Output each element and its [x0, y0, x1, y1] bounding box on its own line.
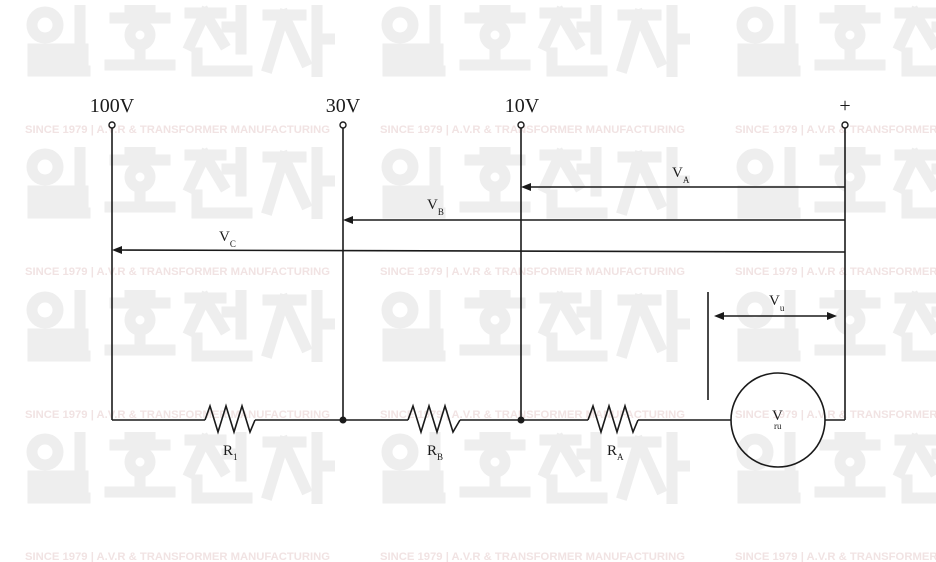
watermark-tagline: SINCE 1979 | A.V.R & TRANSFORMER MANUFAC… — [380, 266, 685, 278]
resistor-ra-subscript: A — [617, 452, 624, 462]
resistor-ra-symbol: R — [607, 443, 617, 459]
resistor-r1 — [204, 403, 256, 435]
watermark-tagline: SINCE 1979 | A.V.R & TRANSFORMER MANUFAC… — [25, 551, 330, 562]
voltmeter-symbol: V — [772, 408, 783, 424]
watermark-tagline: SINCE 1979 | A.V.R & TRANSFORMER MANUFAC… — [735, 551, 936, 562]
watermark-pattern: SINCE 1979 | A.V.R & TRANSFORMER MANUFAC… — [25, 8, 936, 562]
resistor-rb — [407, 403, 461, 435]
resistor-r1-symbol: R — [223, 443, 233, 459]
vu-symbol: V — [769, 293, 780, 309]
vb-symbol: V — [427, 197, 438, 213]
terminal-label-10v: 10V — [505, 95, 540, 117]
terminal-plus — [841, 121, 849, 129]
terminals: 100V 30V 10V + — [90, 95, 851, 129]
watermark-tagline: SINCE 1979 | A.V.R & TRANSFORMER MANUFAC… — [25, 409, 330, 421]
vc-subscript: C — [230, 239, 236, 249]
watermark-tagline: SINCE 1979 | A.V.R & TRANSFORMER MANUFAC… — [380, 124, 685, 136]
terminal-10v — [517, 121, 525, 129]
voltmeter-subscript: ru — [774, 421, 782, 431]
watermark-logo — [32, 8, 332, 74]
watermark-tagline: SINCE 1979 | A.V.R & TRANSFORMER MANUFAC… — [735, 266, 936, 278]
voltage-label-vu: Vu — [769, 293, 785, 313]
junction-dot-10v — [517, 416, 525, 424]
arrow-vu-head-right — [827, 312, 837, 320]
vertical-wires — [111, 128, 846, 420]
arrow-va-head — [521, 183, 531, 191]
watermark-logo — [387, 293, 687, 359]
terminal-100v — [108, 121, 116, 129]
vc-symbol: V — [219, 229, 230, 245]
resistor-label-ra: RA — [607, 443, 624, 462]
resistor-rb-subscript: B — [437, 452, 443, 462]
arrow-vc-head — [112, 246, 122, 254]
arrow-vb-head — [343, 216, 353, 224]
arrow-vu-head-left — [714, 312, 724, 320]
arrow-vc-line — [118, 249, 846, 253]
resistor-r1-subscript: 1 — [233, 452, 238, 462]
resistor-label-r1: R1 — [223, 443, 238, 462]
voltage-label-va: VA — [672, 165, 690, 185]
watermark-tagline: SINCE 1979 | A.V.R & TRANSFORMER MANUFAC… — [735, 409, 936, 421]
watermark-logo — [742, 150, 936, 216]
watermark-logo — [742, 435, 936, 501]
vb-subscript: B — [438, 207, 444, 217]
resistor-labels: R1 RB RA — [223, 443, 624, 462]
voltage-arrows: VA VB VC Vu — [112, 165, 846, 400]
junction-dot-30v — [339, 416, 347, 424]
watermark-logo — [742, 8, 936, 74]
vu-subscript: u — [780, 303, 785, 313]
va-symbol: V — [672, 165, 683, 181]
watermark-tagline: SINCE 1979 | A.V.R & TRANSFORMER MANUFAC… — [25, 124, 330, 136]
resistor-rb-symbol: R — [427, 443, 437, 459]
va-subscript: A — [683, 175, 690, 185]
watermark-logo — [32, 150, 332, 216]
terminal-label-30v: 30V — [326, 95, 361, 117]
watermark-tagline: SINCE 1979 | A.V.R & TRANSFORMER MANUFAC… — [380, 551, 685, 562]
terminal-label-100v: 100V — [90, 95, 135, 117]
watermark-tagline: SINCE 1979 | A.V.R & TRANSFORMER MANUFAC… — [735, 124, 936, 136]
watermark-logo — [32, 435, 332, 501]
resistor-ra — [587, 403, 639, 435]
resistor-label-rb: RB — [427, 443, 443, 462]
watermark-logo — [387, 8, 687, 74]
voltage-label-vc: VC — [219, 229, 236, 249]
watermark-logo — [32, 293, 332, 359]
terminal-label-plus: + — [839, 95, 850, 117]
terminal-30v — [339, 121, 347, 129]
watermark-tagline: SINCE 1979 | A.V.R & TRANSFORMER MANUFAC… — [380, 409, 685, 421]
watermark-tagline: SINCE 1979 | A.V.R & TRANSFORMER MANUFAC… — [25, 266, 330, 278]
voltmeter-circle — [730, 372, 826, 468]
voltage-label-vb: VB — [427, 197, 444, 217]
bottom-rail — [112, 403, 845, 435]
